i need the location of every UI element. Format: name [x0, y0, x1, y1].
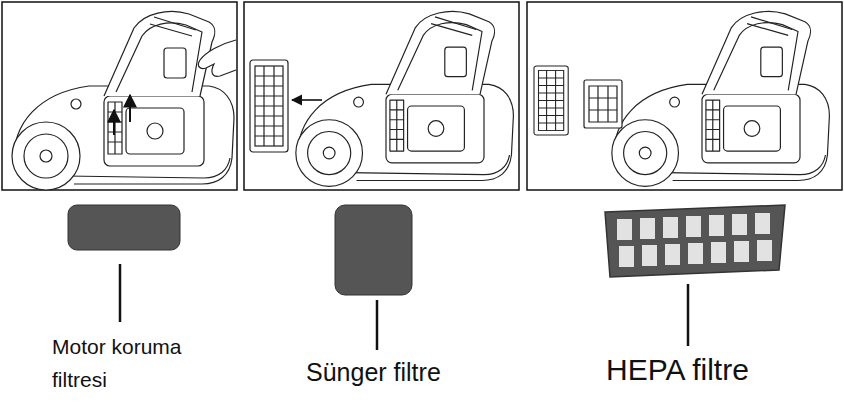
part-label: Sünger filtre	[306, 356, 476, 388]
part-label: HEPA filtre	[606, 352, 816, 388]
leader-line	[119, 264, 122, 322]
remove-arrow	[292, 99, 322, 101]
leader-line	[687, 284, 690, 346]
hepa-filter	[605, 205, 785, 277]
leader-line	[376, 300, 379, 350]
part-label: Motor koruma filtresi	[52, 330, 210, 396]
filter-frame	[250, 60, 288, 152]
motor-filter	[68, 205, 180, 250]
hepa-small	[584, 80, 622, 128]
panel	[244, 2, 519, 190]
filter-frame	[534, 66, 568, 135]
vacuum-drawing	[12, 12, 234, 190]
vacuum-drawing	[296, 11, 514, 186]
sponge-filter	[335, 205, 412, 295]
vacuum-drawing	[612, 11, 830, 186]
lift-arrows	[114, 95, 130, 135]
panel	[527, 2, 842, 190]
hand-drawing	[198, 40, 236, 76]
panel	[2, 2, 237, 190]
